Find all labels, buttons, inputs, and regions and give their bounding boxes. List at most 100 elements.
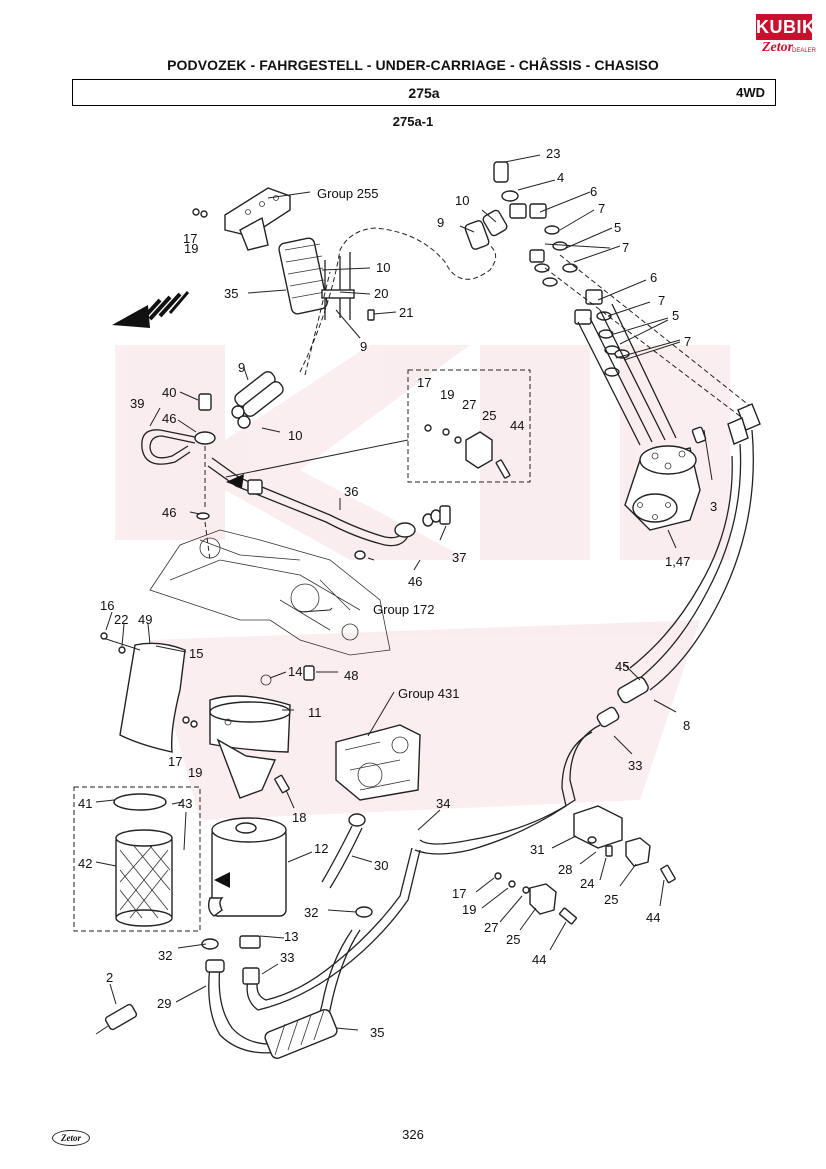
callout-labels: Group 255 Group 172 Group 431 23 4 6 10 … (78, 146, 717, 1040)
callout: 17 (417, 375, 431, 390)
callout: 33 (280, 950, 294, 965)
callout: 4 (557, 170, 564, 185)
callout: 48 (344, 668, 358, 683)
callout: 2 (106, 970, 113, 985)
hose-route-dashed (299, 227, 497, 373)
filter-bowl-12 (207, 817, 287, 917)
hose-route-dashed-2 (304, 271, 331, 376)
pipe-36 (207, 457, 416, 547)
callout: 21 (399, 305, 413, 320)
callout: 7 (658, 293, 665, 308)
callout: 10 (376, 260, 390, 275)
detail-bracket-parts (424, 424, 511, 479)
steering-pipes (544, 254, 756, 446)
group-label-172: Group 172 (373, 602, 434, 617)
callout: 6 (590, 184, 597, 199)
bracket-11 (209, 665, 315, 799)
figure-code: 275a-1 (392, 114, 434, 129)
callout: 3 (710, 499, 717, 514)
section-code-box: 275a 4WD (72, 79, 776, 106)
callout: 43 (178, 796, 192, 811)
callout: 10 (288, 428, 302, 443)
callout: 32 (158, 948, 172, 963)
protective-spiral-top (278, 237, 328, 315)
hose-30 (321, 813, 366, 889)
callout: 17 (168, 754, 182, 769)
leader-lines (95, 154, 713, 1031)
watermark (115, 345, 730, 820)
callout: 40 (162, 385, 176, 400)
callout: 41 (78, 796, 92, 811)
callout: 14 (288, 664, 302, 679)
callout: 30 (374, 858, 388, 873)
callout: 17 (452, 886, 466, 901)
callout: 29 (157, 996, 171, 1011)
callout: 12 (314, 841, 328, 856)
callout: 8 (683, 718, 690, 733)
direction-arrow-icon (112, 291, 190, 328)
callout: 9 (238, 360, 245, 375)
callout: 7 (622, 240, 629, 255)
detail-box-filter (73, 786, 201, 932)
callout: 31 (530, 842, 544, 857)
callout: 25 (482, 408, 496, 423)
fitting-37-46 (354, 505, 451, 560)
kubik-logo-text: KUBIK (756, 14, 815, 40)
bracket-31 (573, 805, 623, 857)
callout: 36 (344, 484, 358, 499)
callout: 37 (452, 550, 466, 565)
group-label-255: Group 255 (317, 186, 378, 201)
detail-box-bracket (407, 369, 531, 483)
callout: 42 (78, 856, 92, 871)
callout: 33 (628, 758, 642, 773)
pipe-39 (141, 429, 196, 465)
callout: 5 (614, 220, 621, 235)
section-code: 275a (408, 85, 440, 101)
callout: 46 (408, 574, 422, 589)
callout: 19 (188, 765, 202, 780)
guard-15 (102, 637, 186, 753)
fitting-cluster-top (464, 161, 630, 377)
callout: 5 (672, 308, 679, 323)
pipe-39-inner (149, 435, 196, 459)
callout: 13 (284, 929, 298, 944)
callout: 11 (308, 705, 322, 720)
callout: 25 (604, 892, 618, 907)
callout: 34 (436, 796, 450, 811)
callout: 46 (162, 411, 176, 426)
left-hoses (194, 371, 284, 520)
screws (100, 208, 375, 794)
callout: 20 (374, 286, 388, 301)
zetor-logo-text: Zetor (762, 40, 794, 55)
callout: 9 (360, 339, 367, 354)
callout: 16 (100, 598, 114, 613)
callout: 17 (183, 231, 197, 246)
callout: 23 (546, 146, 560, 161)
steering-unit (624, 426, 707, 531)
kubik-zetor-logo: KUBIK Zetor DEALER (756, 14, 816, 60)
callout: 39 (130, 396, 144, 411)
callout: 19 (440, 387, 454, 402)
callout: 27 (462, 397, 476, 412)
callout: 7 (598, 201, 605, 216)
lower-hoses (201, 847, 421, 1054)
callout: 18 (292, 810, 306, 825)
callout: 32 (304, 905, 318, 920)
page-title: PODVOZEK - FAHRGESTELL - UNDER-CARRIAGE … (167, 57, 659, 73)
footer-zetor-logo: Zetor (52, 1130, 90, 1146)
callout: 10 (455, 193, 469, 208)
callout: 35 (224, 286, 238, 301)
axle-group-172 (149, 529, 391, 656)
group-label-431: Group 431 (398, 686, 459, 701)
callout: 15 (189, 646, 203, 661)
protective-spiral-bottom (264, 1009, 338, 1059)
callout: 49 (138, 612, 152, 627)
callout: 19 (462, 902, 476, 917)
pump-group-431 (335, 724, 421, 801)
variant-label: 4WD (736, 85, 765, 100)
callout: 44 (532, 952, 546, 967)
callout: 19 (184, 241, 198, 256)
callout: 9 (437, 215, 444, 230)
callout: 46 (162, 505, 176, 520)
